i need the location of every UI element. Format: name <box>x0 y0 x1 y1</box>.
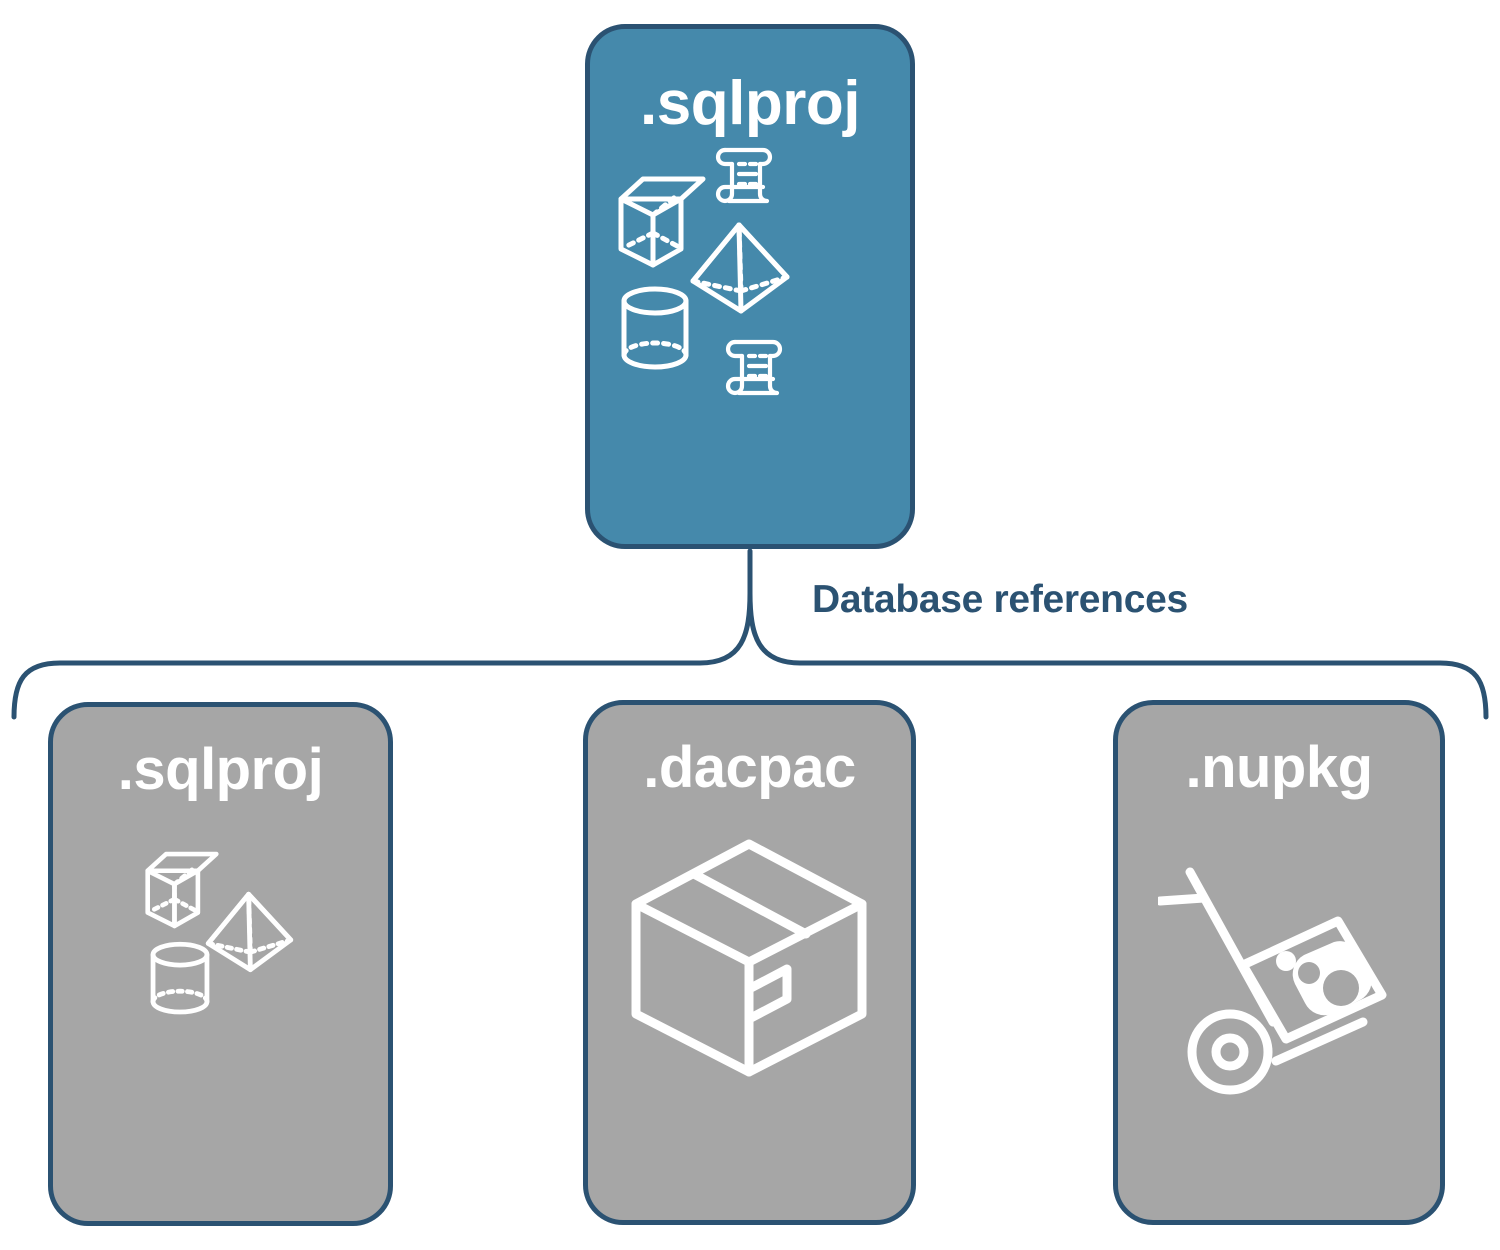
scroll-script-icon <box>725 339 783 396</box>
icon-group-dacpac <box>588 797 911 1220</box>
icon-group-root <box>590 135 910 544</box>
card-title: .nupkg <box>1185 735 1373 800</box>
card-title: .sqlproj <box>117 737 324 802</box>
icon-group-sqlproj <box>53 799 388 1221</box>
pyramid-wireframe-icon <box>205 891 294 973</box>
icon-group-nupkg <box>1118 797 1440 1220</box>
scroll-script-icon <box>715 147 773 204</box>
package-box-icon <box>631 839 867 1077</box>
card-title: .dacpac <box>643 735 856 800</box>
cube-wireframe-icon <box>145 851 219 929</box>
card-reference-nupkg[interactable]: .nupkg <box>1113 700 1445 1225</box>
cube-wireframe-icon <box>618 176 706 268</box>
cylinder-wireframe-icon <box>621 286 689 370</box>
connector-label: Database references <box>812 578 1188 621</box>
card-reference-sqlproj[interactable]: .sqlproj <box>48 702 393 1226</box>
card-root-sqlproj[interactable]: .sqlproj <box>585 24 915 549</box>
pyramid-wireframe-icon <box>690 222 790 314</box>
card-reference-dacpac[interactable]: .dacpac <box>583 700 916 1225</box>
hand-truck-nuget-icon <box>1158 867 1387 1095</box>
cylinder-wireframe-icon <box>150 941 210 1015</box>
card-title: .sqlproj <box>640 69 860 138</box>
